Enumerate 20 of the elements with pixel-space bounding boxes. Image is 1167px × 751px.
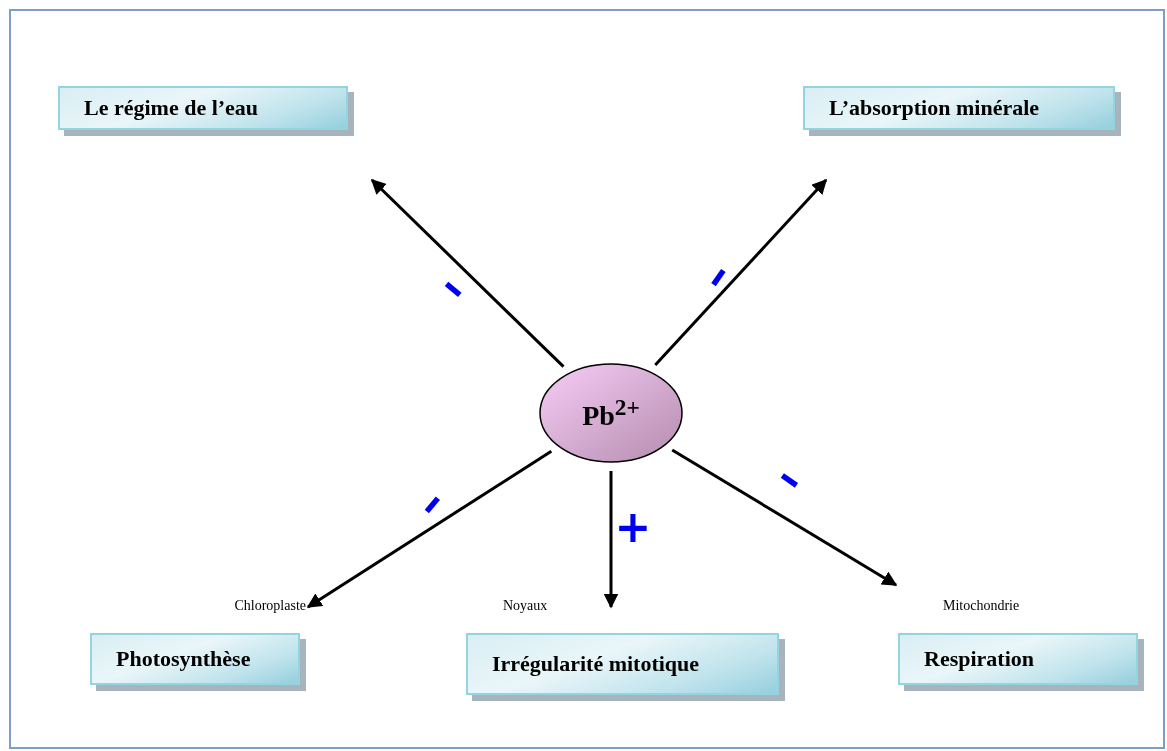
ion-ellipse: [539, 363, 683, 463]
organelle-label: Noyaux: [503, 598, 548, 614]
sign-label: –: [432, 263, 478, 311]
node-label: Photosynthèse: [116, 646, 251, 672]
arrow: [306, 449, 553, 609]
sign-label: –: [769, 453, 813, 503]
node-label: L’absorption minérale: [829, 95, 1040, 121]
sign-label: +: [614, 505, 652, 549]
arrow: [671, 448, 898, 587]
sign-label: –: [691, 254, 741, 298]
organelle-label: Chloroplaste: [234, 598, 306, 614]
node-label: Pb$^{2+}$: [582, 393, 640, 433]
arrow: [654, 178, 828, 367]
arrow: [370, 178, 565, 368]
arrow: [603, 471, 619, 609]
sign-label: –: [406, 480, 454, 526]
node-label: Irrégularité mitotique: [492, 651, 700, 677]
node-label: Respiration: [924, 646, 1034, 672]
organelle-label: Mitochondrie: [943, 598, 1020, 614]
node-label: Le régime de l’eau: [84, 95, 259, 121]
